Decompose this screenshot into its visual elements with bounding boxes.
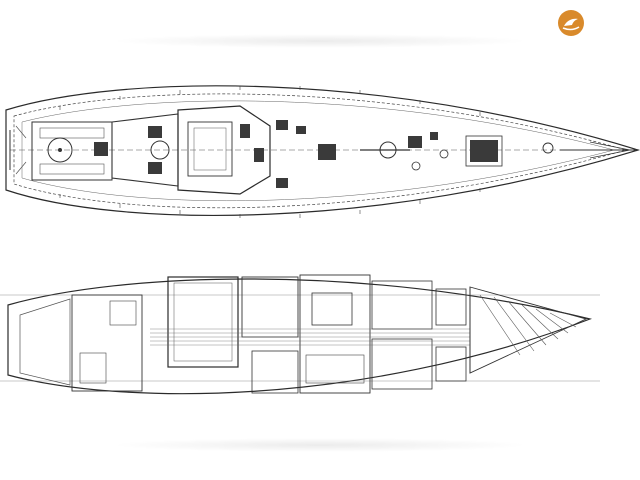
deckhouse-hatch-a xyxy=(148,126,162,138)
deck-inner-outline xyxy=(13,93,628,209)
forward-head xyxy=(435,288,467,326)
deck-plan xyxy=(5,85,640,218)
coachroof-skylight-inner xyxy=(193,127,227,171)
coachroof xyxy=(177,105,271,195)
fore-hatch xyxy=(470,140,498,162)
foredeck-hatch-5 xyxy=(408,136,422,148)
lazarette xyxy=(19,298,71,386)
stanchions xyxy=(59,86,481,218)
coachroof-hatch-port xyxy=(240,124,250,138)
top-shadow xyxy=(110,34,530,48)
cockpit-hatch-1 xyxy=(94,142,108,156)
windlass xyxy=(542,142,554,154)
layout-hull-outline xyxy=(7,278,593,395)
nav-station xyxy=(251,350,299,394)
bow-pulpit xyxy=(589,141,631,159)
aft-cabin-berth xyxy=(79,352,107,384)
coachroof-hatch-stbd xyxy=(254,148,264,162)
saloon xyxy=(299,274,371,394)
engine-room-inner xyxy=(173,282,233,362)
foredeck-hatch-3 xyxy=(276,178,288,188)
stern-detail xyxy=(15,125,27,175)
engine-room xyxy=(167,276,239,368)
boat-logo-icon xyxy=(562,18,580,31)
forward-head-2 xyxy=(435,346,467,382)
fore-hatch-frame xyxy=(465,135,503,167)
aft-cabin-head xyxy=(109,300,137,326)
steering-wheel xyxy=(47,137,73,163)
foredeck-hatch-6 xyxy=(430,132,438,140)
deck-winch-2 xyxy=(411,161,421,171)
coachroof-skylight xyxy=(187,121,233,177)
forepeak-hatching xyxy=(479,294,577,356)
foredeck-hatch-2 xyxy=(296,126,306,134)
cockpit-seat-port xyxy=(39,127,105,139)
saloon-table xyxy=(311,292,353,326)
broker-logo[interactable] xyxy=(558,10,584,36)
foredeck-hatch-1 xyxy=(276,120,288,130)
foredeck-hatch-4 xyxy=(318,144,336,160)
guest-cabin-stbd xyxy=(371,338,433,390)
deckhouse-hatch-b xyxy=(148,162,162,174)
saloon-settee xyxy=(305,354,365,384)
deck-winch-1 xyxy=(439,149,449,159)
bottom-shadow xyxy=(110,438,530,452)
accommodation-layout-plan xyxy=(0,274,600,395)
floorboards xyxy=(150,328,470,346)
mast-step xyxy=(150,140,170,160)
steering-wheel-hub xyxy=(58,148,62,152)
aft-cabin xyxy=(71,294,143,392)
cockpit-seat-stbd xyxy=(39,163,105,175)
